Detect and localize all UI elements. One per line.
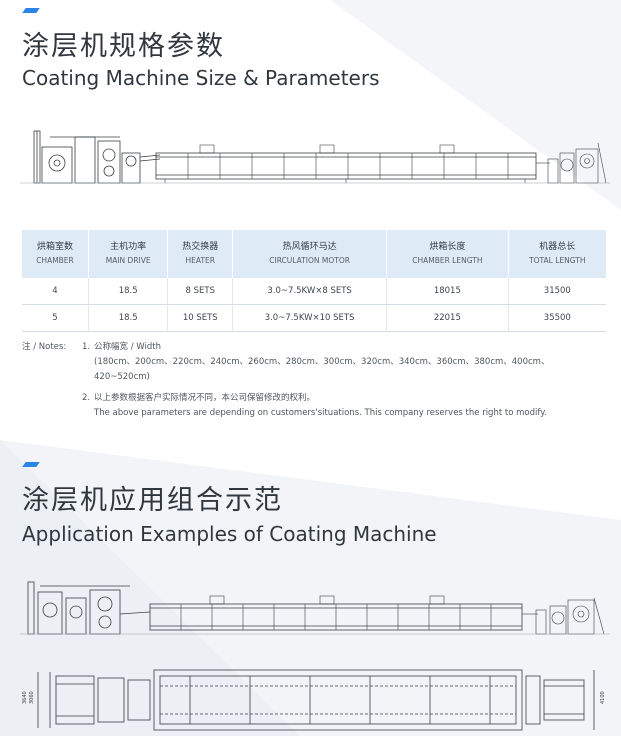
- cell-chamber: 5: [22, 304, 89, 332]
- cell-heater: 8 SETS: [167, 278, 234, 305]
- section2-title-en: Application Examples of Coating Machine: [22, 522, 437, 546]
- section2-title-zh: 涂层机应用组合示范: [22, 485, 283, 516]
- cell-chamber-length: 18015: [386, 278, 509, 305]
- application-elevation-drawing: [20, 581, 610, 635]
- notes-label: 注 / Notes:: [22, 342, 67, 352]
- cell-chamber-length: 22015: [386, 304, 509, 332]
- plan-dim-left-b: 3060: [29, 691, 35, 704]
- plan-view-drawing: 3640 3060 4100: [22, 669, 606, 731]
- cell-main-drive: 18.5: [88, 304, 169, 332]
- note-number: 2.: [82, 393, 91, 403]
- cell-total-length: 31500: [508, 278, 606, 305]
- note-line: (180cm、200cm、220cm、240cm、260cm、280cm、300…: [94, 357, 550, 367]
- cell-chamber: 4: [22, 278, 89, 305]
- note-number: 1.: [82, 342, 91, 352]
- plan-dim-left-a: 3640: [22, 691, 28, 704]
- note-line: 420~520cm): [94, 372, 150, 382]
- coating-machine-elevation-drawing: [20, 130, 610, 184]
- section1-title-en: Coating Machine Size & Parameters: [22, 66, 380, 90]
- cell-total-length: 35500: [508, 304, 606, 332]
- cell-heater: 10 SETS: [167, 304, 234, 332]
- note-line: 以上参数根据客户实际情况不同，本公司保留修改的权利。: [94, 393, 316, 403]
- cell-circulation-motor: 3.0~7.5KW×10 SETS: [232, 304, 388, 332]
- cell-main-drive: 18.5: [88, 278, 169, 305]
- cell-circulation-motor: 3.0~7.5KW×8 SETS: [232, 278, 388, 305]
- table-row: 4 18.5 8 SETS 3.0~7.5KW×8 SETS 18015 315…: [22, 278, 606, 305]
- note-line: 公称幅宽 / Width: [94, 342, 161, 352]
- note-line: The above parameters are depending on cu…: [94, 408, 547, 418]
- table-row: 5 18.5 10 SETS 3.0~7.5KW×10 SETS 22015 3…: [22, 304, 606, 332]
- plan-dim-right: 4100: [600, 691, 606, 704]
- section1-title-zh: 涂层机规格参数: [22, 31, 225, 62]
